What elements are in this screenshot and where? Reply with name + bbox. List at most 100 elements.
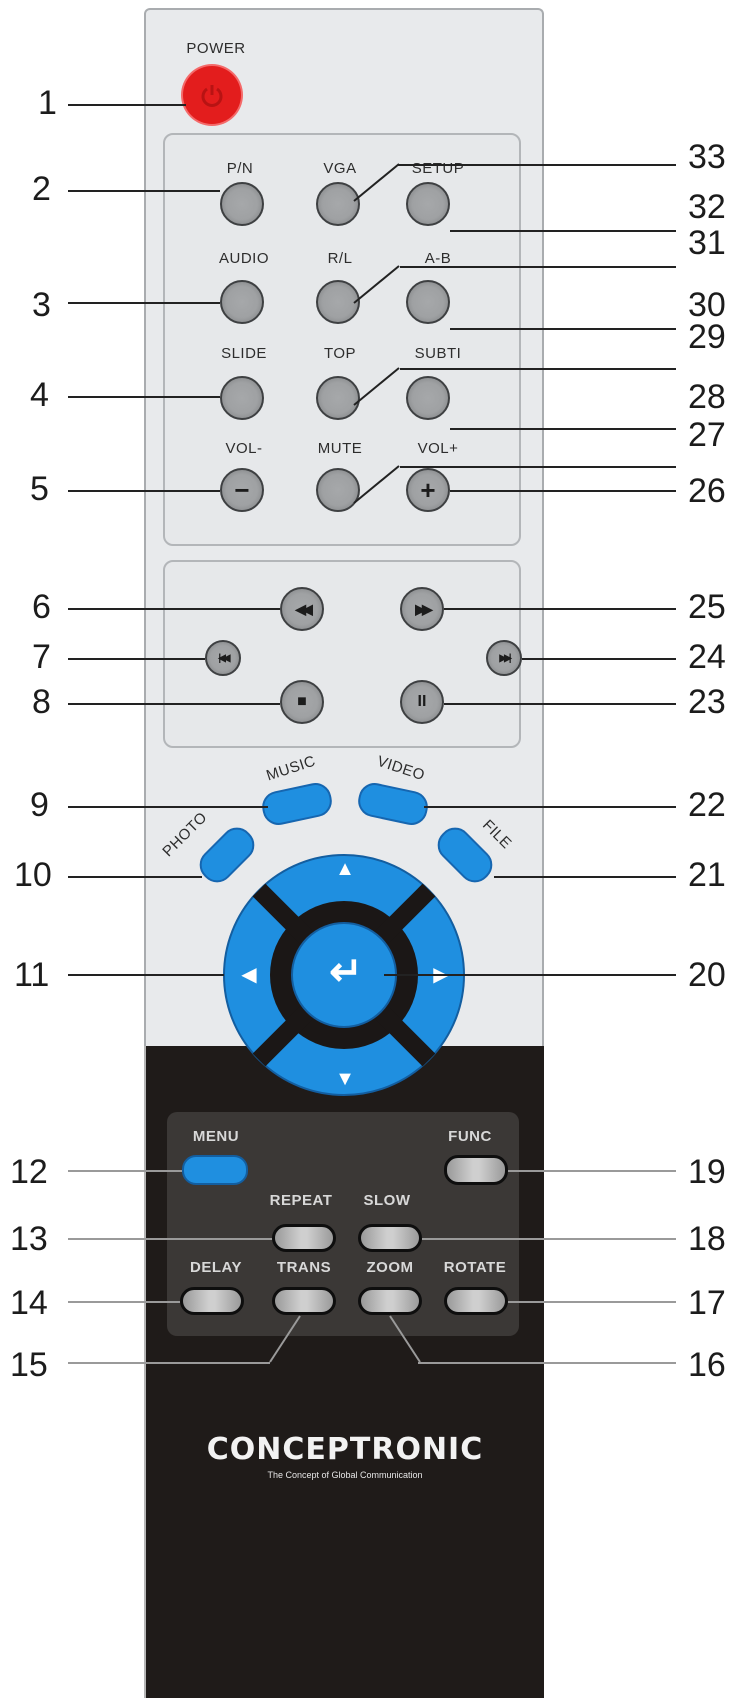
vga-button[interactable] [316, 182, 360, 226]
skip-next-button[interactable]: ▶▶| [486, 640, 522, 676]
callout-number: 17 [688, 1284, 726, 1322]
dpad-right-button[interactable]: ▶ [430, 962, 452, 986]
callout-line [384, 974, 676, 976]
power-label: POWER [186, 40, 246, 57]
callout-number: 16 [688, 1346, 726, 1384]
callout-leader [353, 163, 400, 202]
callout-number: 23 [688, 683, 726, 721]
power-button[interactable] [183, 66, 241, 124]
callout-line [68, 658, 205, 660]
callout-line [68, 302, 220, 304]
label-trans: TRANS [276, 1259, 332, 1276]
rewind-button[interactable]: ◀◀ [280, 587, 324, 631]
top-button[interactable] [316, 376, 360, 420]
callout-number: 27 [688, 416, 726, 454]
callout-line [450, 428, 676, 430]
audio-button[interactable] [220, 280, 264, 324]
pause-icon: II [417, 693, 427, 710]
callout-number: 22 [688, 786, 726, 824]
callout-line [68, 876, 202, 878]
callout-line [400, 368, 676, 370]
callout-line [450, 490, 676, 492]
label-pn: P/N [226, 160, 254, 177]
dpad-up-button[interactable]: ▲ [334, 858, 356, 880]
power-icon [201, 85, 223, 107]
callout-leader [389, 1315, 421, 1363]
func-button[interactable] [444, 1155, 508, 1185]
callout-line [68, 703, 280, 705]
callout-line [450, 328, 676, 330]
callout-number: 18 [688, 1220, 726, 1258]
callout-number: 9 [30, 786, 49, 824]
label-top: TOP [323, 345, 357, 362]
vol-up-button[interactable]: + [406, 468, 450, 512]
setup-button[interactable] [406, 182, 450, 226]
callout-number: 30 [688, 286, 726, 324]
mute-button[interactable] [316, 468, 360, 512]
callout-number: 11 [14, 956, 50, 994]
callout-leader [269, 1315, 301, 1363]
arrow-left-icon: ◀ [241, 964, 257, 986]
label-rotate: ROTATE [443, 1259, 507, 1276]
callout-line [68, 190, 220, 192]
slide-button[interactable] [220, 376, 264, 420]
rl-button[interactable] [316, 280, 360, 324]
callout-number: 29 [688, 318, 726, 356]
callout-number: 31 [688, 224, 726, 262]
slow-button[interactable] [358, 1224, 422, 1252]
callout-number: 3 [32, 286, 51, 324]
callout-number: 8 [32, 683, 51, 721]
callout-number: 14 [10, 1284, 48, 1322]
dpad-left-button[interactable]: ◀ [238, 962, 260, 986]
callout-number: 26 [688, 472, 726, 510]
callout-number: 12 [10, 1153, 48, 1191]
menu-button[interactable] [182, 1155, 248, 1185]
callout-line [68, 1238, 272, 1240]
callout-line [508, 1301, 676, 1303]
callout-number: 13 [10, 1220, 48, 1258]
callout-line [68, 104, 186, 106]
label-audio: AUDIO [218, 250, 269, 267]
callout-number: 5 [30, 470, 49, 508]
callout-line [68, 396, 220, 398]
dpad-down-button[interactable]: ▼ [334, 1068, 356, 1090]
callout-line [450, 230, 676, 232]
label-vol-up: VOL+ [417, 440, 459, 457]
skip-next-icon: ▶▶| [499, 652, 511, 664]
callout-line [494, 876, 676, 878]
callout-number: 15 [10, 1346, 48, 1384]
callout-number: 1 [38, 84, 57, 122]
callout-number: 7 [32, 638, 51, 676]
label-repeat: REPEAT [269, 1192, 333, 1209]
callout-line [424, 806, 676, 808]
minus-icon: − [234, 474, 250, 505]
callout-line [68, 1362, 270, 1364]
enter-button[interactable]: ↵ [296, 947, 396, 997]
brand-logo: CONCEPTRONIC [206, 1432, 484, 1467]
ab-button[interactable] [406, 280, 450, 324]
label-subti: SUBTI [414, 345, 462, 362]
delay-button[interactable] [180, 1287, 244, 1315]
pause-button[interactable]: II [400, 680, 444, 724]
callout-line [444, 608, 676, 610]
label-slow: SLOW [363, 1192, 411, 1209]
callout-number: 21 [688, 856, 726, 894]
callout-number: 20 [688, 956, 726, 994]
label-slide: SLIDE [221, 345, 267, 362]
arrow-up-icon: ▲ [335, 858, 355, 880]
brand-tagline: The Concept of Global Communication [267, 1470, 423, 1480]
label-vga: VGA [323, 160, 357, 177]
rotate-button[interactable] [444, 1287, 508, 1315]
vol-down-button[interactable]: − [220, 468, 264, 512]
fast-forward-button[interactable]: ▶▶ [400, 587, 444, 631]
pn-button[interactable] [220, 182, 264, 226]
repeat-button[interactable] [272, 1224, 336, 1252]
zoom-button[interactable] [358, 1287, 422, 1315]
skip-previous-button[interactable]: |◀◀ [205, 640, 241, 676]
stop-button[interactable]: ■ [280, 680, 324, 724]
label-delay: DELAY [190, 1259, 242, 1276]
trans-button[interactable] [272, 1287, 336, 1315]
callout-leader [353, 465, 400, 504]
subti-button[interactable] [406, 376, 450, 420]
callout-number: 25 [688, 588, 726, 626]
